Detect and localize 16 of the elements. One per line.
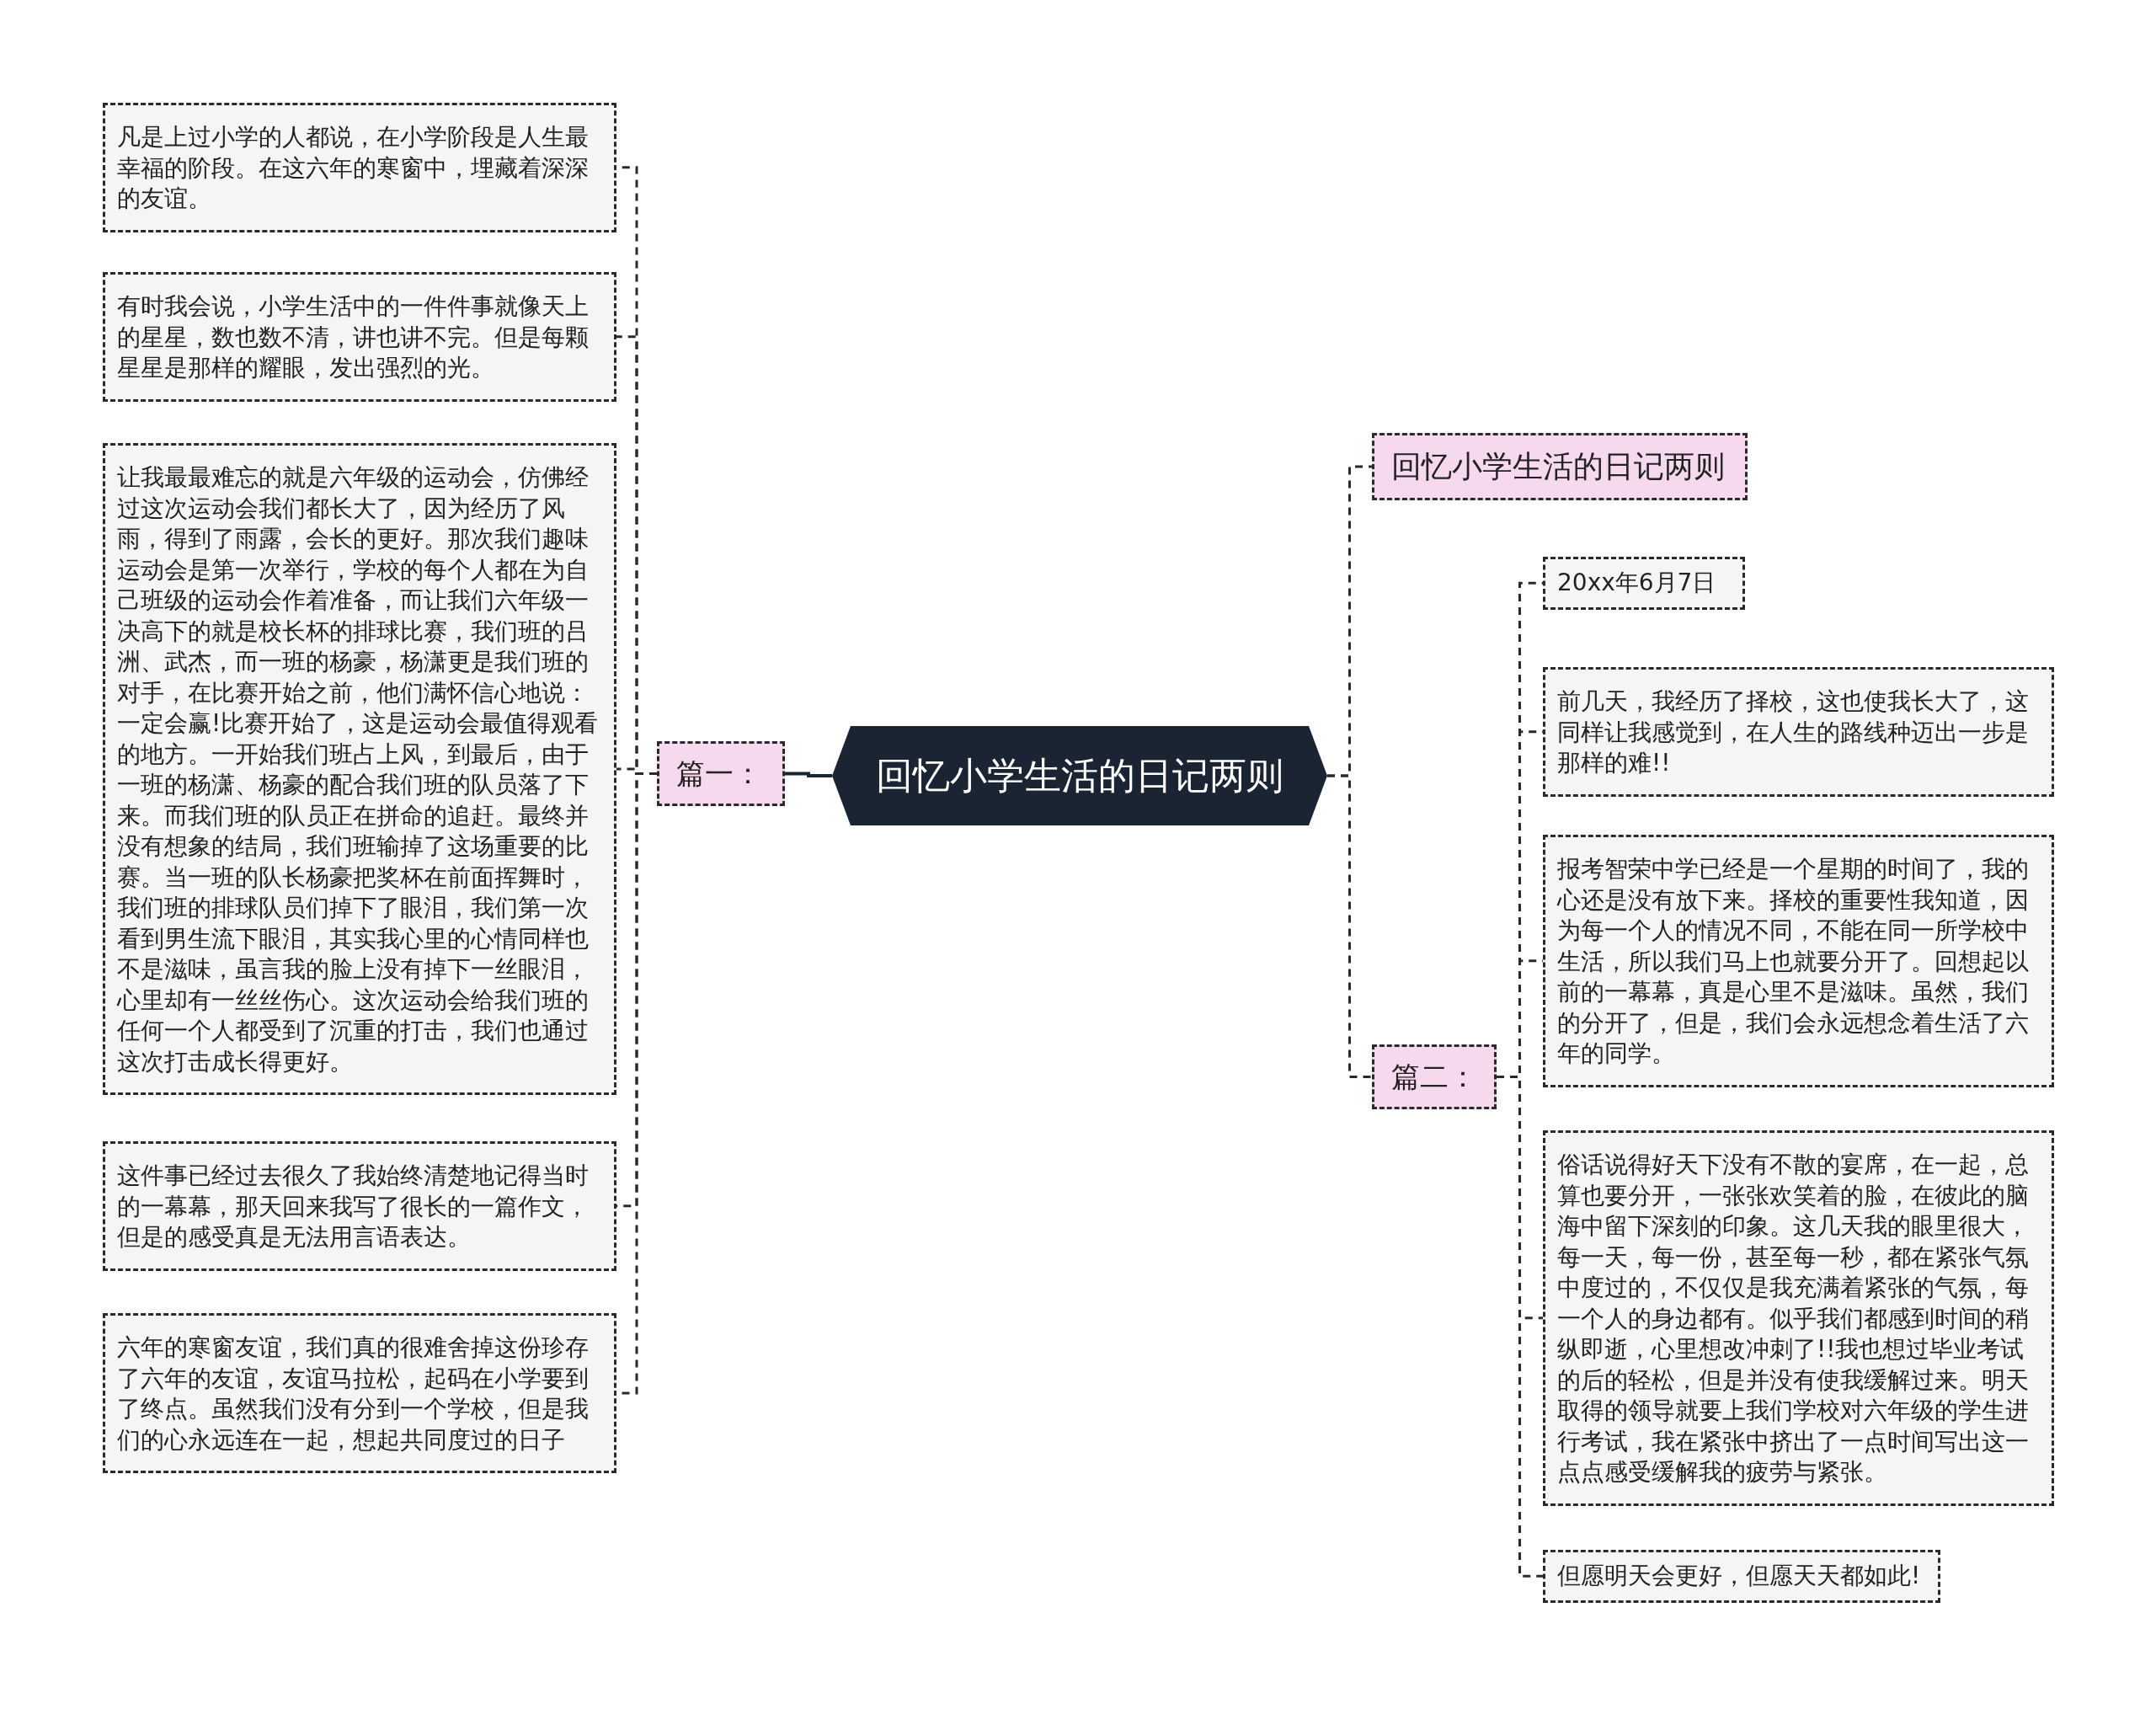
- connector-line: [1327, 774, 1372, 1078]
- note-card: 俗话说得好天下没有不散的宴席，在一起，总算也要分开，一张张欢笑着的脸，在彼此的脑海中留下深刻的印象。这几天我的眼里很大，每一天，每一份，甚至每一秒，都在紧张气氛中度过的，不仅仅是我充满着紧张的气氛，每一个人的身边都有。似乎我们都感到时间的稍纵即逝，心里想改冲刺了!!我也想过毕业考试的后的轻松，但是并没有使我缓解过来。明天取得的领导就要上我们学校对六年级的学生进行考试，我在紧张中挤出了一点时间写出这一点点感受缓解我的疲劳与紧张。: [1543, 1130, 2054, 1506]
- note-card: 报考智荣中学已经是一个星期的时间了，我的心还是没有放下来。择校的重要性我知道，因为每一个人的情况不同，不能在同一所学校中生活，所以我们马上也就要分开了。回想起以前的一幕幕，真是心里不是滋味。虽然，我们的分开了，但是，我们会永远想念着生活了六年的同学。: [1543, 835, 2054, 1087]
- note-card: 六年的寒窗友谊，我们真的很难舍掉这份珍存了六年的友谊，友谊马拉松，起码在小学要到了终点。虽然我们没有分到一个学校，但是我们的心永远连在一起，想起共同度过的日子: [103, 1313, 616, 1473]
- note-card: 20xx年6月7日: [1543, 557, 1745, 610]
- note-card: 让我最最难忘的就是六年级的运动会，仿佛经过这次运动会我们都长大了，因为经历了风雨，得到了雨露，会长的更好。那次我们趣味运动会是第一次举行，学校的每个人都在为自己班级的运动会作着准备，而让我们六年级一决高下的就是校长杯的排球比赛，我们班的吕洲、武杰，而一班的杨豪，杨潇更是我们班的对手，在比赛开始之前，他们满怀信心地说：一定会赢!比赛开始了，这是运动会最值得观看的地方。一开始我们班占上风，到最后，由于一班的杨潇、杨豪的配合我们班的队员落了下来。而我们班的队员正在拼命的追赶。最终并没有想象的结局，我们班输掉了这场重要的比赛。当一班的队长杨豪把奖杯在前面挥舞时，我们班的排球队员们掉下了眼泪，我们第一次看到男生流下眼泪，其实我心里的心情同样也不是滋味，虽言我的脸上没有掉下一丝眼泪，心里却有一丝丝伤心。这次运动会给我们班的任何一个人都受到了沉重的打击，我们也通过这次打击成长得更好。: [103, 443, 616, 1095]
- note-card: 但愿明天会更好，但愿天天都如此!: [1543, 1550, 1940, 1603]
- note-card: 前几天，我经历了择校，这也使我长大了，这同样让我感觉到，在人生的路线种迈出一步是那样的难!!: [1543, 667, 2054, 797]
- branch-topic: 回忆小学生活的日记两则: [1372, 433, 1748, 500]
- note-card: 这件事已经过去很久了我始终清楚地记得当时的一幕幕，那天回来我写了很长的一篇作文，但是的感受真是无法用言语表达。: [103, 1141, 616, 1271]
- connector-line: [785, 772, 832, 777]
- note-card: 有时我会说，小学生活中的一件件事就像天上的星星，数也数不清，讲也讲不完。但是每颗星星是那样的耀眼，发出强烈的光。: [103, 272, 616, 402]
- note-card: 凡是上过小学的人都说，在小学阶段是人生最幸福的阶段。在这六年的寒窗中，埋藏着深深的友谊。: [103, 103, 616, 232]
- branch-topic: 篇二：: [1372, 1044, 1497, 1109]
- branch-topic: 篇一：: [657, 741, 785, 806]
- central-topic-text: 回忆小学生活的日记两则: [876, 753, 1283, 798]
